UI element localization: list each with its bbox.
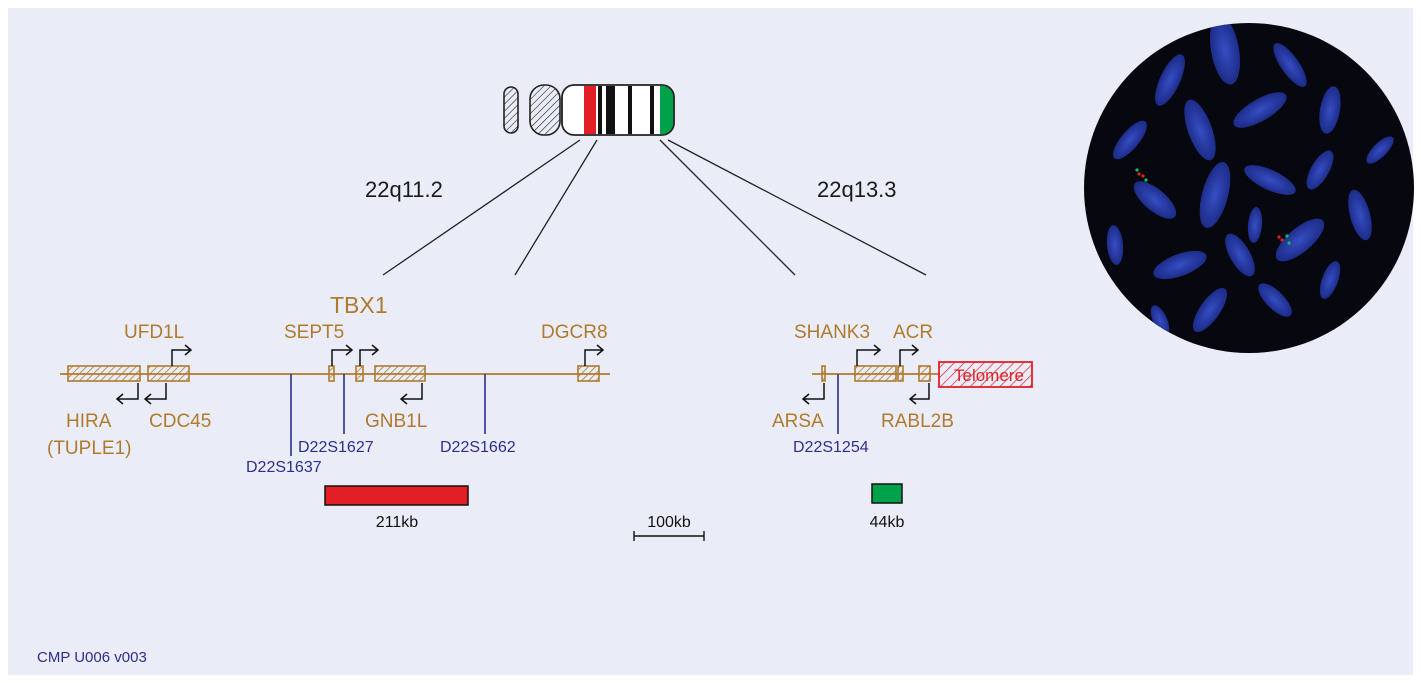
cdc45-arrow-icon [143, 383, 167, 405]
chromosome-22-ideogram [503, 84, 675, 136]
gnb1l-arrow-icon [399, 383, 423, 405]
telomere-label: Telomere [954, 366, 1024, 385]
acr-arrow-icon [899, 344, 920, 366]
fish-signals [1135, 168, 1291, 245]
probe-red-bar [324, 485, 469, 506]
gene-label-tbx1: TBX1 [330, 292, 388, 318]
zoom-lines [382, 139, 927, 276]
transcription-arrows-22q13 [801, 344, 930, 405]
ufd1l-cdc45-exon [147, 365, 190, 382]
fish-image [1084, 23, 1414, 353]
product-code: CMP U006 v003 [37, 649, 147, 666]
marker-label-d22s1637: D22S1637 [246, 459, 322, 476]
gnb1l-exon [374, 365, 426, 382]
shank3-exon [854, 365, 897, 382]
telomere-box [938, 361, 1033, 388]
gene-label-shank3: SHANK3 [794, 322, 870, 343]
gene-label-hira: HIRA [66, 411, 112, 432]
gene-label-tuple1: (TUPLE1) [47, 438, 131, 459]
band-label-22q11: 22q11.2 [365, 177, 443, 202]
gene-label-cdc45: CDC45 [149, 411, 211, 432]
probe-green-bar [871, 483, 903, 504]
ufd1l-arrow-icon [171, 344, 193, 366]
marker-label-d22s1662: D22S1662 [440, 439, 516, 456]
gene-label-arsa: ARSA [772, 411, 824, 432]
gene-label-dgcr8: DGCR8 [541, 322, 608, 343]
map-22q13 [812, 361, 1033, 388]
probe-green-size: 44kb [870, 514, 905, 531]
transcription-arrows-22q11 [115, 344, 605, 405]
probe-red-size: 211kb [376, 514, 419, 531]
band-label-22q13: 22q13.3 [817, 177, 897, 202]
gene-label-rabl2b: RABL2B [881, 411, 954, 432]
scale-bar-label: 100kb [647, 514, 691, 531]
scale-bar [633, 531, 705, 541]
dgcr8-exon [577, 365, 600, 382]
hira-arrow-icon [115, 383, 139, 405]
gene-label-ufd1l: UFD1L [124, 322, 184, 343]
marker-label-d22s1254: D22S1254 [793, 439, 869, 456]
tbx1-arrow-icon [359, 344, 380, 366]
map-22q11 [60, 365, 610, 382]
sept5-arrow-icon [331, 344, 354, 366]
arsa-arrow-icon [801, 383, 825, 405]
dgcr8-arrow-icon [584, 344, 605, 366]
gene-label-acr: ACR [893, 322, 933, 343]
gene-label-gnb1l: GNB1L [365, 411, 427, 432]
tbx1-exon [355, 365, 364, 382]
sept5-exon [328, 365, 335, 382]
rabl2b-exon [918, 365, 931, 382]
acr-exon [897, 365, 904, 382]
rabl2b-arrow-icon [908, 383, 930, 405]
marker-label-d22s1627: D22S1627 [298, 439, 374, 456]
shank3-arrow-icon [856, 344, 882, 366]
hira-exon [67, 365, 141, 382]
marker-lines-22q11 [290, 374, 486, 456]
gene-label-sept5: SEPT5 [284, 322, 344, 343]
arsa-exon [821, 365, 826, 382]
